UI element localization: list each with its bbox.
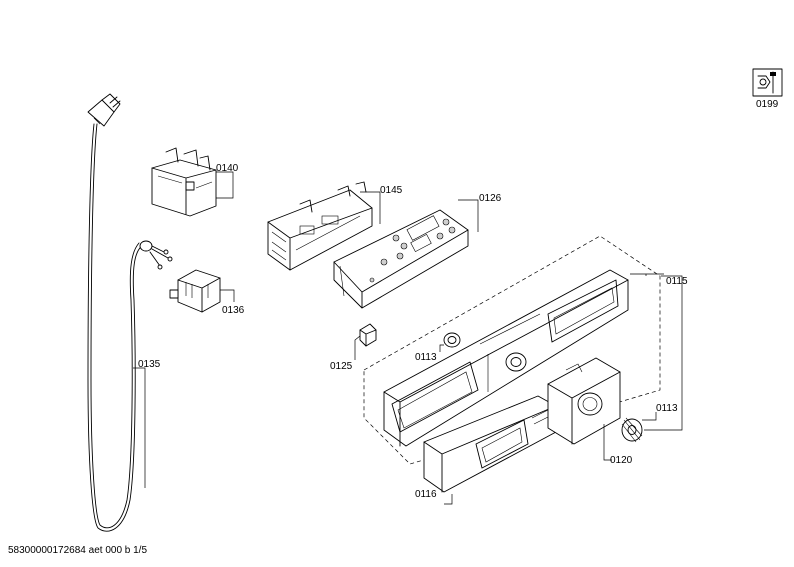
- label-0113-upper[interactable]: 0113: [415, 352, 437, 363]
- mains-connector[interactable]: [169, 269, 221, 313]
- clip[interactable]: [359, 323, 377, 347]
- label-0113-lower[interactable]: 0113: [656, 403, 678, 414]
- fascia-group-outline: [363, 235, 661, 465]
- label-0116[interactable]: 0116: [415, 489, 437, 500]
- label-0125[interactable]: 0125: [330, 361, 353, 372]
- label-0140[interactable]: 0140: [216, 163, 239, 174]
- control-module[interactable]: [267, 181, 373, 271]
- label-0135[interactable]: 0135: [138, 359, 161, 370]
- knob-cover[interactable]: [547, 357, 621, 445]
- label-0120[interactable]: 0120: [610, 455, 633, 466]
- label-0115[interactable]: 0115: [666, 276, 688, 287]
- knob-small[interactable]: [443, 332, 461, 348]
- fascia-panel[interactable]: [383, 269, 629, 447]
- power-cord[interactable]: [87, 93, 173, 532]
- interference-filter[interactable]: [151, 147, 217, 217]
- label-0136[interactable]: 0136: [222, 305, 245, 316]
- programme-knob[interactable]: [621, 417, 643, 443]
- label-0199[interactable]: 0199: [756, 99, 779, 110]
- document-id: 58300000172684 aet 000 b 1/5: [8, 545, 147, 556]
- service-tool-icon[interactable]: [752, 68, 783, 97]
- label-0126[interactable]: 0126: [479, 193, 502, 204]
- label-0145[interactable]: 0145: [380, 185, 403, 196]
- programme-module-pcb[interactable]: [333, 209, 469, 309]
